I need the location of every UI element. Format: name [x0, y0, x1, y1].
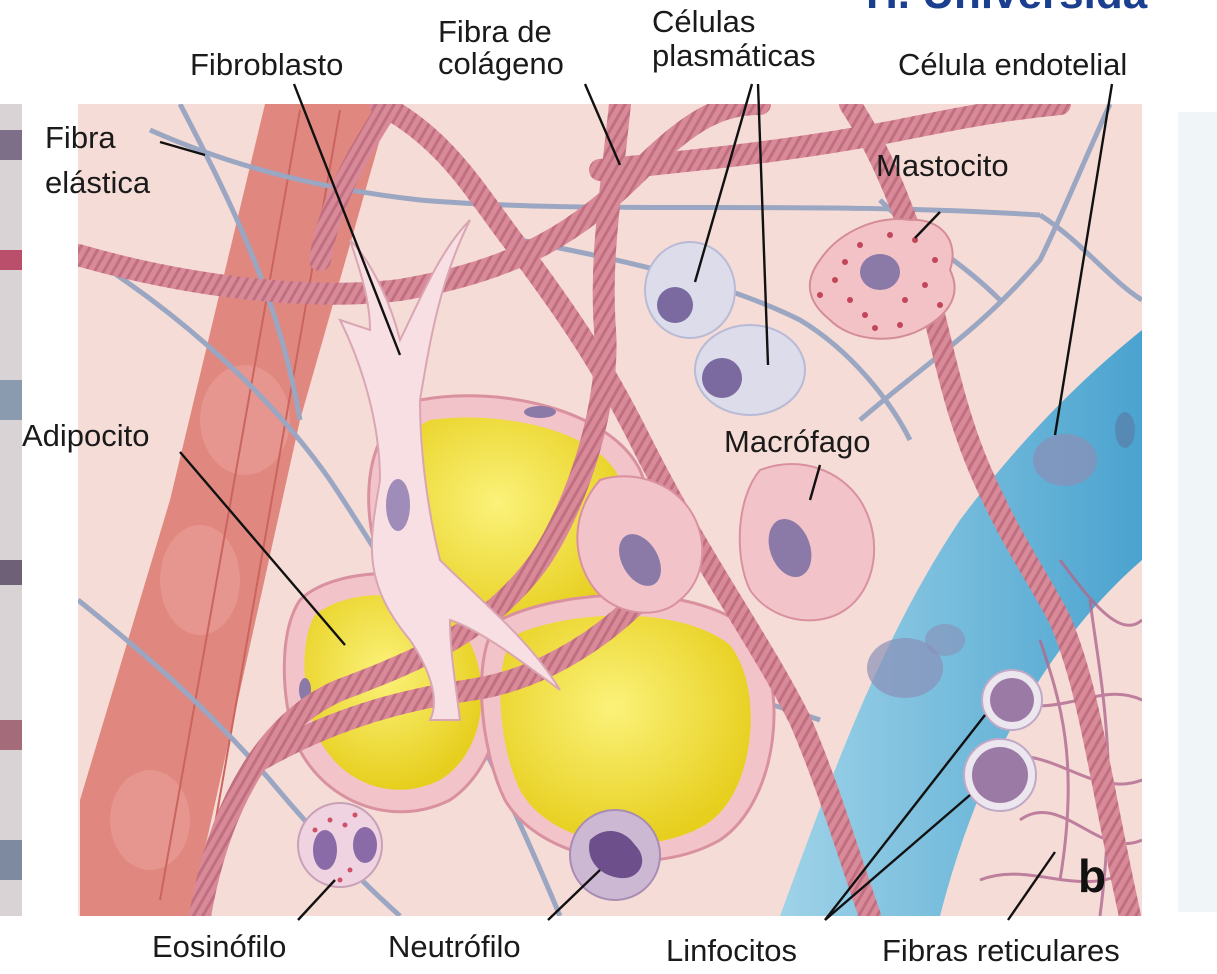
label-fibroblasto: Fibroblasto	[190, 47, 343, 82]
label-fibra-elastica-line1: Fibra	[45, 120, 116, 155]
tissue-panel	[78, 104, 1142, 916]
label-celulas-plasmaticas-line2: plasmáticas	[652, 38, 816, 73]
fibroblast-nucleus	[386, 479, 410, 531]
eosinophil	[298, 803, 382, 887]
label-eosinofilo: Eosinófilo	[152, 929, 286, 964]
label-fibras-reticulares: Fibras reticulares	[882, 933, 1120, 968]
label-neutrofilo: Neutrófilo	[388, 929, 521, 964]
label-adipocito: Adipocito	[22, 418, 150, 453]
panel-letter: b	[1078, 850, 1106, 902]
micrograph-strip	[0, 104, 22, 916]
label-fibra-elastica-line2: elástica	[45, 165, 151, 200]
label-celula-endotelial: Célula endotelial	[898, 47, 1127, 82]
label-linfocitos: Linfocitos	[666, 933, 797, 968]
endothelial-cell-nucleus	[1033, 434, 1097, 486]
label-fibra-colageno-line1: Fibra de	[438, 14, 552, 49]
label-mastocito: Mastocito	[876, 148, 1009, 183]
header-partial-text: H. Universida	[866, 0, 1148, 18]
right-faint-strip	[1178, 112, 1217, 912]
label-fibra-colageno-line2: colágeno	[438, 46, 564, 81]
label-macrofago: Macrófago	[724, 424, 870, 459]
label-celulas-plasmaticas-line1: Células	[652, 4, 755, 39]
